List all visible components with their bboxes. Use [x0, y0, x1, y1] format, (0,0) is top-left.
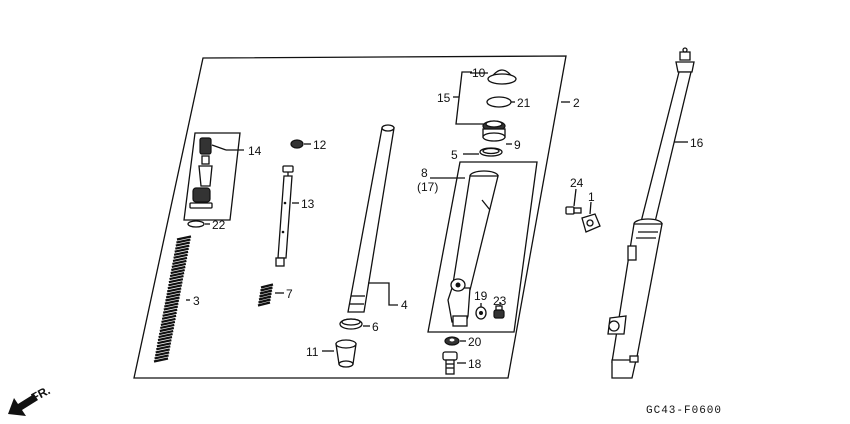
front-direction-arrow: FR.	[8, 383, 52, 416]
sealing-washer-19	[475, 306, 487, 320]
clamp-1	[581, 213, 601, 233]
callout-18: 18	[468, 357, 482, 371]
dust-seal	[487, 69, 517, 85]
callout-1: 1	[588, 190, 595, 204]
assembly-frame	[133, 55, 567, 379]
spring3-coils	[153, 235, 192, 363]
callout-12: 12	[313, 138, 327, 152]
spring7-coils	[257, 283, 274, 307]
diagram-code: GC43-F0600	[646, 405, 722, 417]
fork-slider	[447, 170, 499, 327]
callout-7: 7	[286, 287, 293, 301]
socket-bolt-18	[442, 351, 458, 375]
callout-22: 22	[212, 218, 226, 232]
back-up-ring	[479, 147, 503, 157]
spring-seat-assembly	[189, 137, 213, 209]
callout-3: 3	[193, 294, 200, 308]
bushing-6	[339, 318, 363, 330]
callout-13: 13	[301, 197, 315, 211]
washer-20	[444, 336, 460, 346]
stopper-ring	[486, 96, 512, 108]
callout-20: 20	[468, 335, 482, 349]
oil-lock-piece	[335, 339, 357, 368]
callout-2: 2	[573, 96, 580, 110]
callout-11: 11	[306, 345, 319, 359]
rebound-spring	[257, 283, 274, 307]
front-fork-assembly	[607, 47, 695, 379]
nut-12	[290, 139, 304, 149]
callout-4: 4	[401, 298, 408, 312]
callout-24: 24	[570, 176, 584, 190]
sub-frame-14	[183, 132, 241, 221]
callout-17: (17)	[417, 180, 438, 194]
callout-23: 23	[493, 294, 507, 308]
callout-21: 21	[517, 96, 531, 110]
bolt-24	[565, 206, 582, 215]
callout-9: 9	[514, 138, 521, 152]
callout-15: 15	[437, 91, 451, 105]
fork-tube	[347, 124, 395, 313]
sub-frame-8	[427, 161, 538, 333]
damper-rod	[275, 165, 294, 267]
callout-19: 19	[474, 289, 488, 303]
fork-spring	[153, 235, 192, 363]
callout-14: 14	[248, 144, 262, 158]
callout-10: 10	[472, 66, 486, 80]
callout-5: 5	[451, 148, 458, 162]
callout-8: 8	[421, 166, 428, 180]
callout-16: 16	[690, 136, 704, 150]
drain-bolt-23	[493, 305, 505, 319]
oil-seal	[482, 120, 506, 142]
callout-6: 6	[372, 320, 379, 334]
o-ring-22	[187, 220, 205, 228]
